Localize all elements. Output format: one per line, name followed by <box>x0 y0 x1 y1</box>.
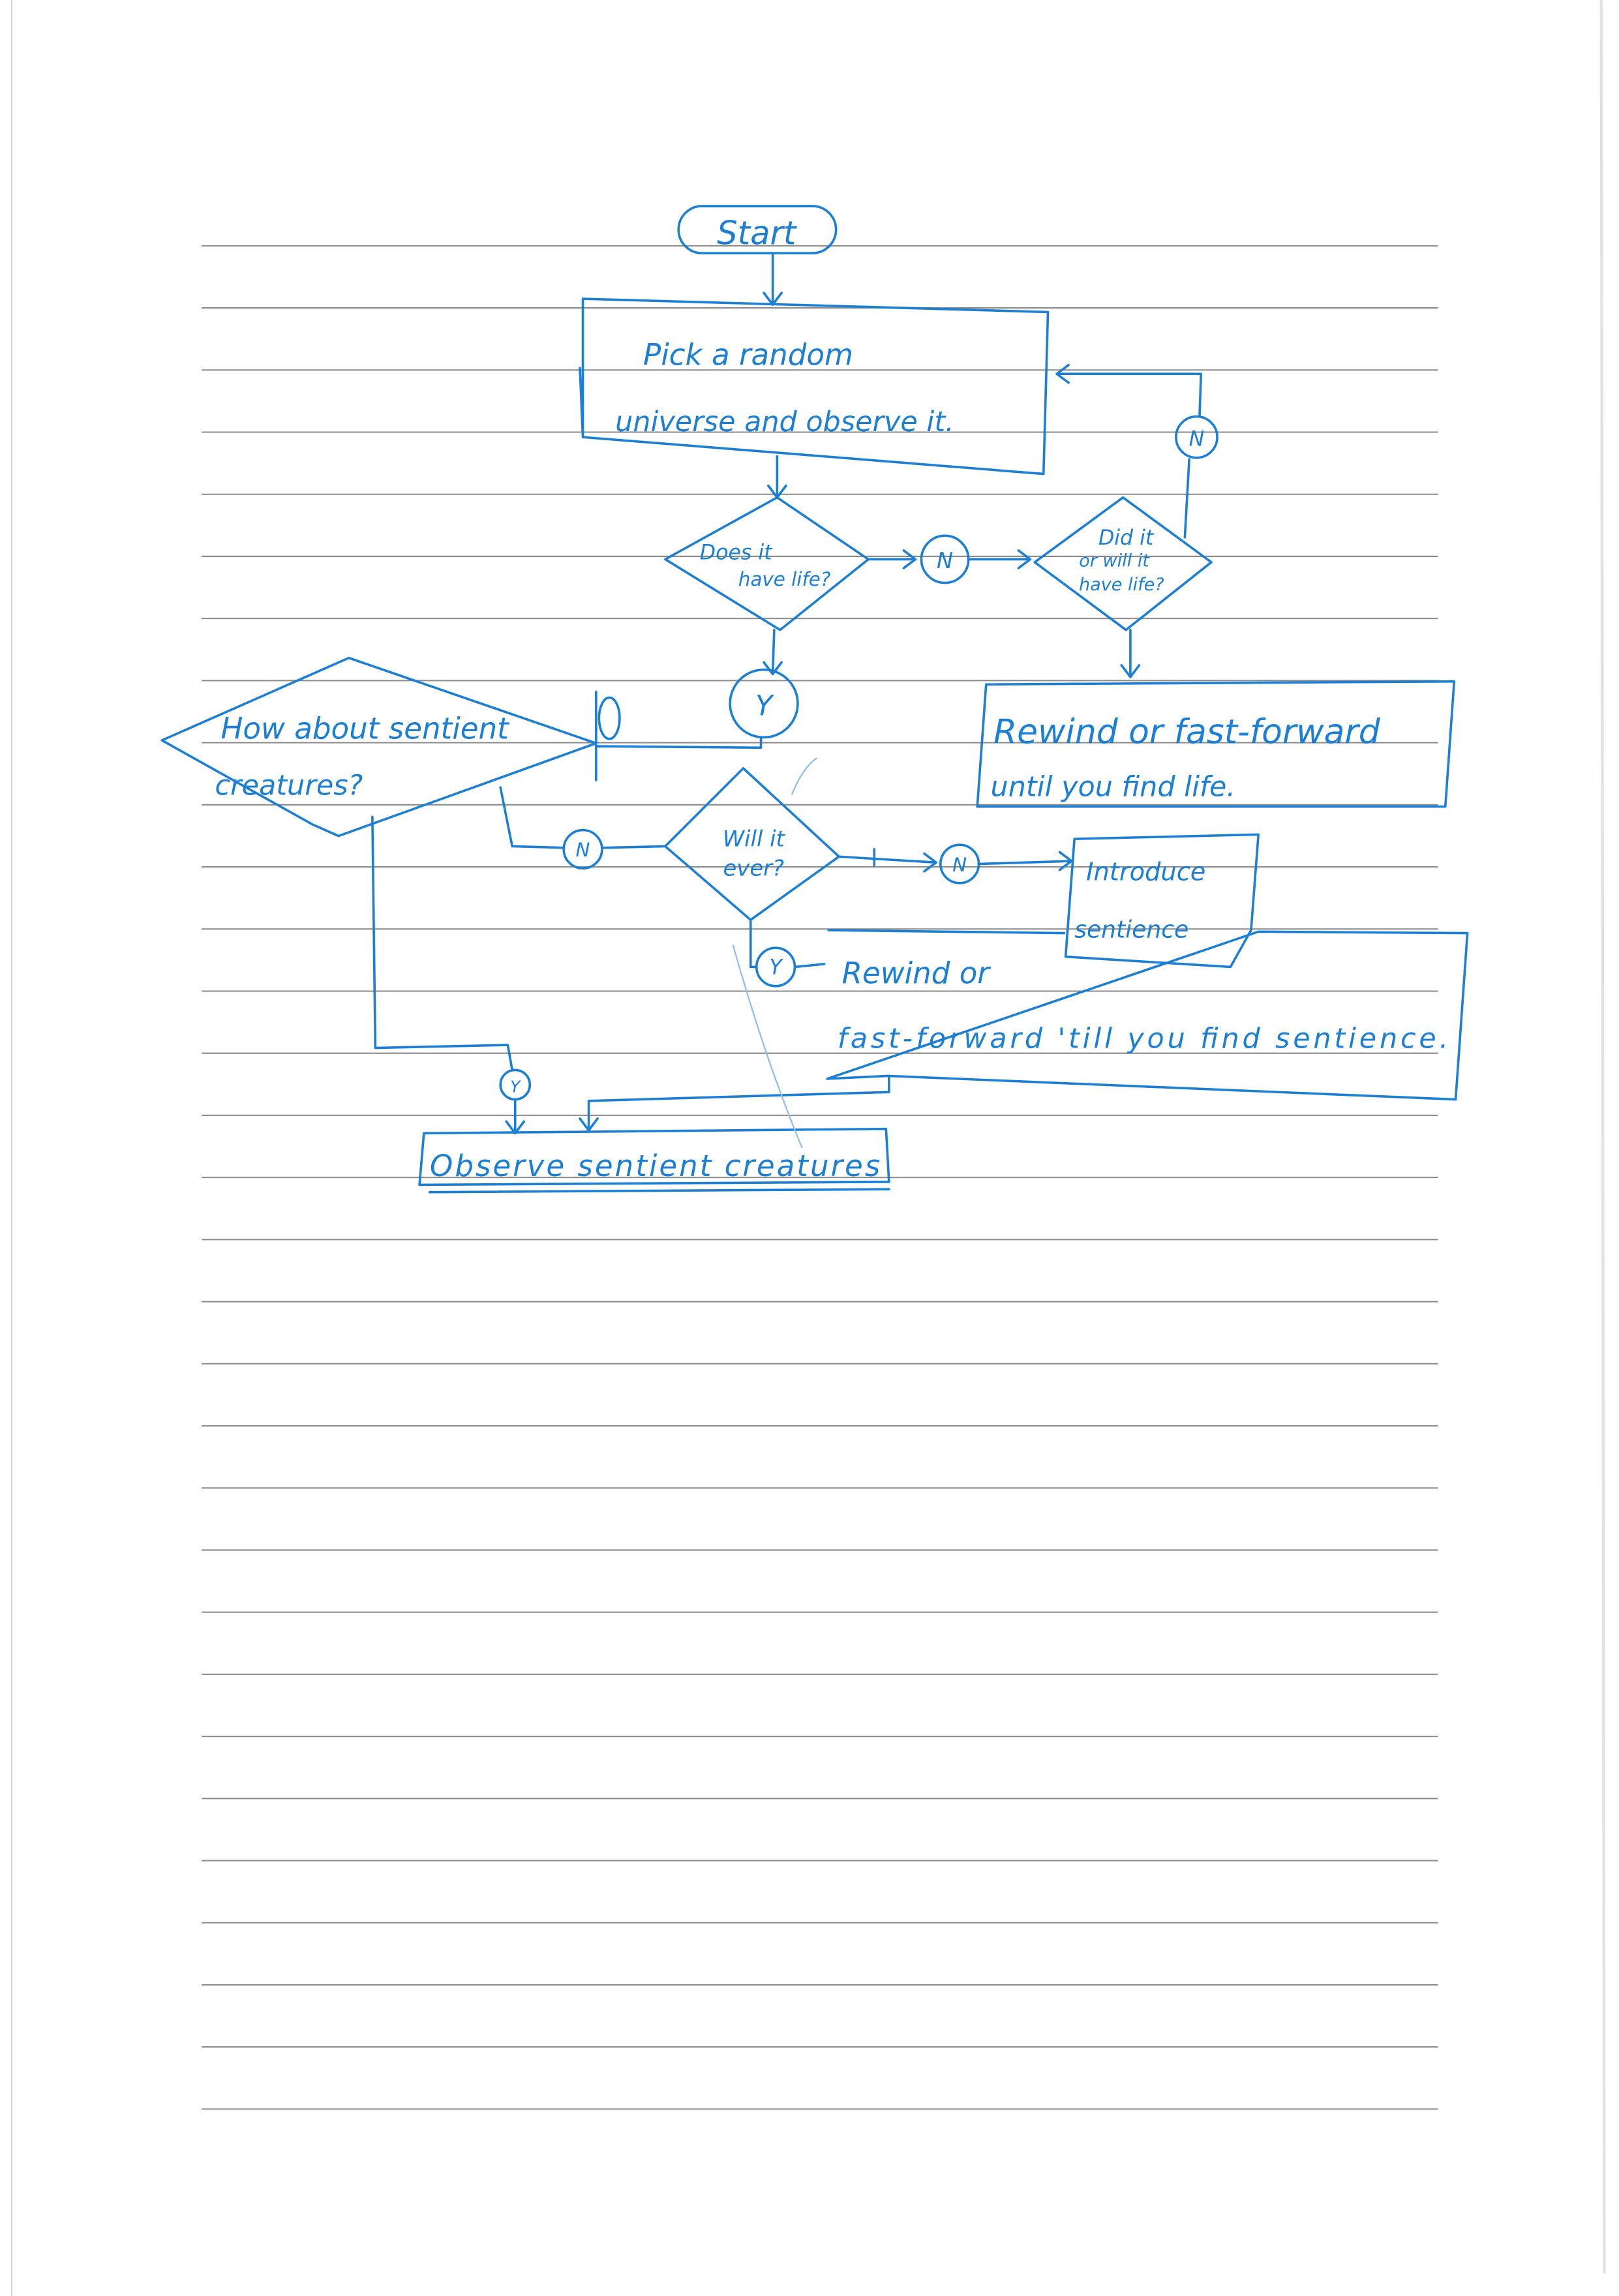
rewind-sent-text-1: Rewind or <box>842 956 991 990</box>
arrow <box>763 628 783 676</box>
sentient-text-2: creatures? <box>215 769 363 802</box>
introduce-text-1: Introduce <box>1086 857 1205 886</box>
yes-label: Y <box>755 690 774 723</box>
start-label: Start <box>717 215 797 252</box>
decision-sentient <box>160 656 598 838</box>
arrow <box>1120 628 1141 678</box>
no-connector <box>1175 415 1218 459</box>
connector-line <box>749 918 826 969</box>
start-terminal <box>677 205 838 254</box>
ever-life-text-3: have life? <box>1079 575 1164 595</box>
process-introduce-sentience <box>1064 833 1260 969</box>
yes-label: Y <box>769 956 783 980</box>
stray-stroke <box>791 757 817 795</box>
sentient-text-1: How about sentient <box>220 712 510 746</box>
yes-connector <box>755 946 796 988</box>
ruled-lines <box>202 245 1438 2110</box>
will-ever-text-1: Will it <box>723 826 786 851</box>
process-rewind-sentience <box>826 929 1469 1101</box>
yes-connector <box>499 1068 532 1101</box>
yes-label: Y <box>510 1077 521 1096</box>
arrow <box>967 549 1032 569</box>
arrow <box>977 851 1073 871</box>
pick-text-2: universe and observe it. <box>615 406 954 438</box>
pick-text-1: Pick a random <box>643 338 853 372</box>
ever-life-text-1: Did it <box>1098 526 1155 550</box>
process-observe <box>418 1127 890 1194</box>
no-label: N <box>937 548 953 573</box>
ever-life-text-2: or will it <box>1079 551 1150 571</box>
scribble-mark <box>598 696 621 740</box>
process-rewind-life <box>976 680 1456 808</box>
loop-back-arrow <box>1055 363 1202 539</box>
page-edge-right <box>1599 0 1606 2274</box>
no-label: N <box>952 854 967 876</box>
introduce-text-2: sentience <box>1074 915 1188 943</box>
arrow <box>579 1074 890 1132</box>
arrow <box>867 549 917 569</box>
no-label: N <box>1189 428 1205 451</box>
process-pick-universe <box>579 297 1050 476</box>
will-ever-text-2: ever? <box>723 856 785 881</box>
no-label: N <box>576 839 590 861</box>
no-connector <box>562 828 603 870</box>
decision-ever-life <box>1033 496 1213 631</box>
has-life-text-1: Does it <box>700 541 773 564</box>
rewind-life-text-2: until you find life. <box>991 771 1236 804</box>
arrow <box>838 848 937 873</box>
stray-stroke <box>732 944 803 1149</box>
yes-connector <box>729 668 799 739</box>
observe-text: Observe sentient creatures <box>430 1149 880 1183</box>
connector-line <box>499 786 667 849</box>
rewind-life-text-1: Rewind or fast-forward <box>993 713 1381 752</box>
has-life-text-2: have life? <box>738 568 831 590</box>
connector-line <box>595 690 763 781</box>
